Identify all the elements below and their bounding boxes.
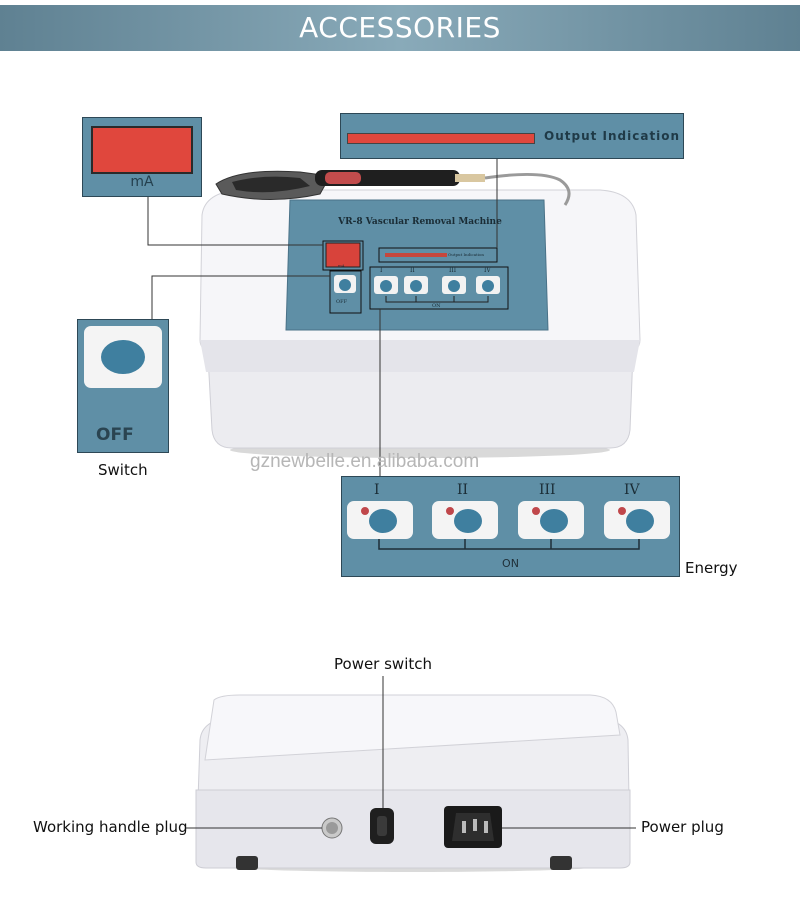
energy-button-iv [604,501,670,539]
energy-button-i [347,501,413,539]
machine-model-title: VR-8 Vascular Removal Machine [338,217,502,227]
energy-indicator-iii [532,507,540,515]
energy-cap-ii-icon [454,509,482,533]
banner-title: ACCESSORIES [299,11,501,44]
switch-caption: Switch [98,461,148,479]
ma-unit-label: mA [130,174,154,190]
energy-cap-iv-icon [626,509,654,533]
energy-level-iii: III [539,482,556,498]
energy-callout: I II III IV ON [341,476,680,577]
accessories-banner [0,5,800,51]
machine-level-ii: II [410,267,415,274]
machine-level-i: I [380,267,383,274]
energy-caption: Energy [685,559,738,577]
machine-off-label: OFF [336,299,348,305]
output-indication-callout: Output Indication [340,113,684,159]
energy-cap-iii-icon [540,509,568,533]
output-indication-label: Output Indication [544,129,681,143]
switch-callout: OFF [77,319,169,453]
machine-level-iv: IV [484,267,491,274]
machine-ma-label: mA [338,263,345,268]
energy-button-iii [518,501,584,539]
switch-off-label: OFF [96,425,134,445]
power-switch-label: Power switch [334,655,433,673]
energy-on-label: ON [502,557,519,570]
energy-button-ii [432,501,498,539]
energy-level-i: I [374,482,380,498]
energy-cap-i-icon [369,509,397,533]
energy-level-iv: IV [624,482,640,498]
watermark: gznewbelle.en.alibaba.com [250,451,480,472]
energy-on-bracket [378,539,640,550]
output-indication-bar [347,133,535,144]
energy-level-ii: II [457,482,469,498]
energy-indicator-iv [618,507,626,515]
off-switch-button [84,326,162,388]
ma-display-callout: mA [82,117,202,197]
machine-level-iii: III [449,267,457,274]
energy-indicator-ii [446,507,454,515]
energy-indicator-i [361,507,369,515]
working-handle-plug-label: Working handle plug [33,818,188,836]
off-switch-cap-icon [101,340,145,374]
power-plug-label: Power plug [641,818,724,836]
ma-display-led [91,126,193,174]
machine-on-label: ON [432,303,441,309]
machine-output-label: Output Indication [448,252,484,257]
